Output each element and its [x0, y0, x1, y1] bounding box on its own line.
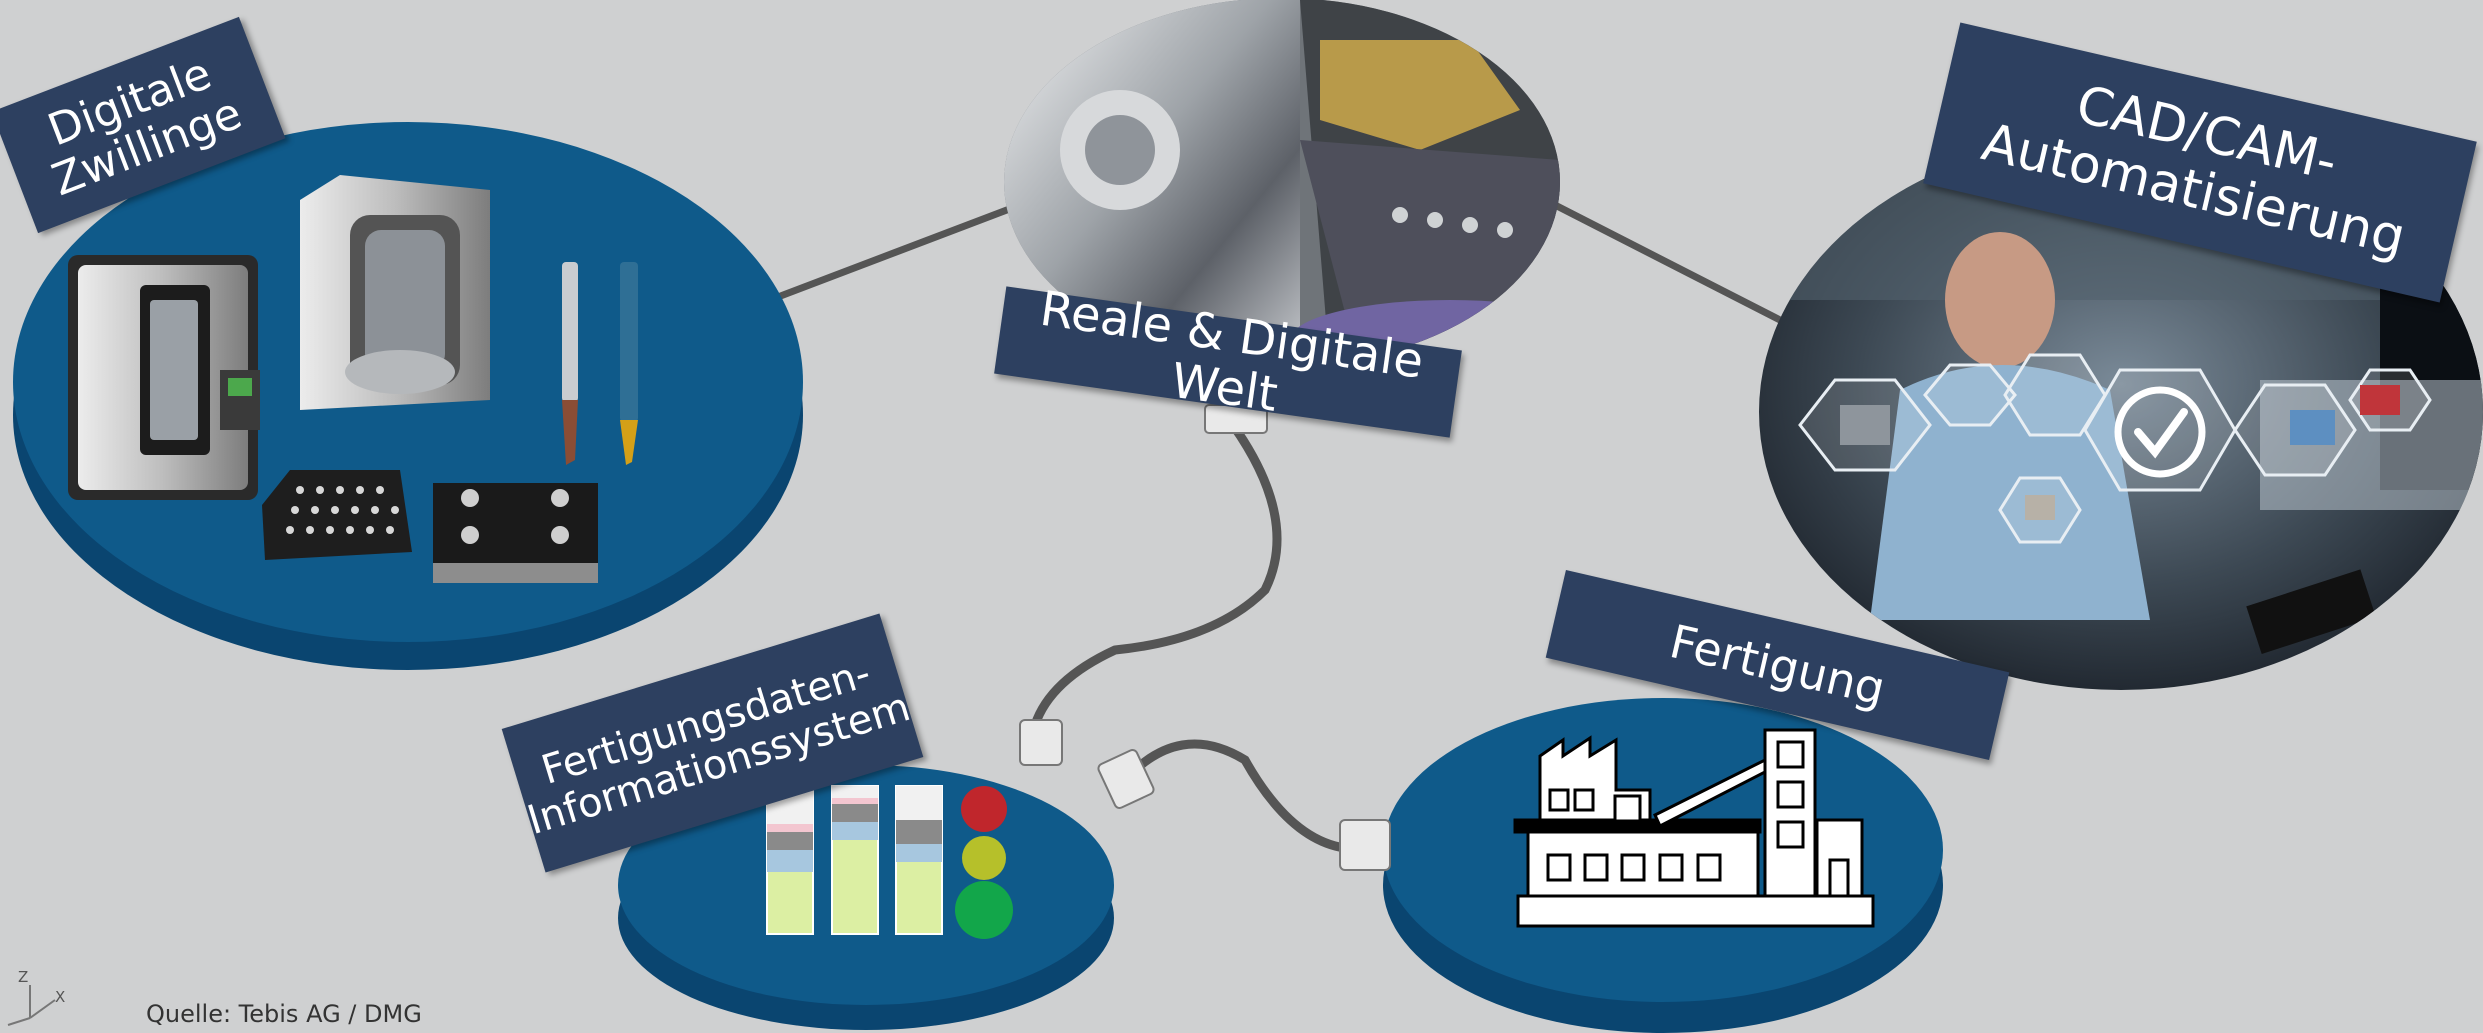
cable-connectors — [1019, 404, 1391, 871]
end-mill-icon — [562, 262, 638, 465]
checkmark-icon — [2114, 386, 2206, 478]
traffic-light-icon — [955, 786, 1013, 939]
bar-meter-icon — [766, 785, 943, 935]
axis-x-label: X — [55, 988, 66, 1006]
factory-icon — [1513, 728, 1875, 928]
disk-digital-twins — [13, 122, 803, 670]
connector-line-right — [1553, 201, 1782, 324]
cadcam-automation-image — [1759, 134, 2483, 690]
milling-machine-icon — [300, 175, 490, 410]
disk-production — [1383, 698, 1943, 1033]
connector-plug-icon — [1019, 404, 1391, 871]
disk-information-system — [618, 765, 1114, 1030]
fixture-plate-icon — [262, 470, 598, 583]
source-credit: Quelle: Tebis AG / DMG — [146, 1000, 422, 1028]
axis-indicator-icon — [7, 985, 56, 1026]
machine-tool-icon — [68, 255, 260, 500]
axis-z-label: Z — [18, 968, 29, 986]
real-digital-world-image — [1004, 0, 1560, 366]
cad-part-icons — [1840, 385, 2400, 520]
connector-line-left — [768, 201, 1022, 304]
